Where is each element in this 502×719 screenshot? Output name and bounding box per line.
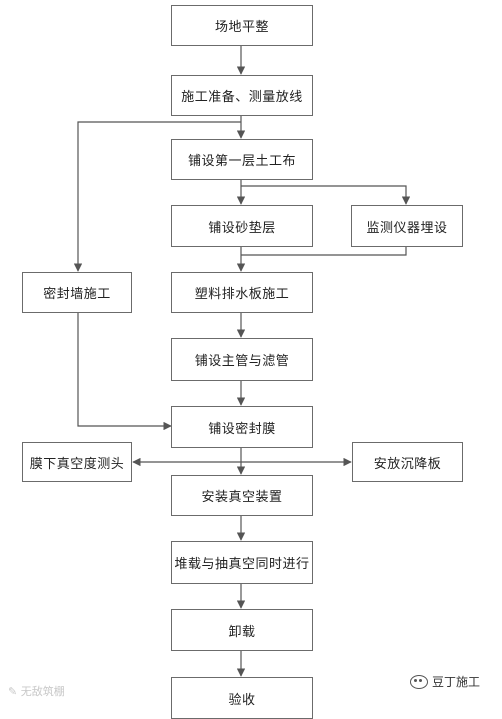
brand-mark: 豆丁施工 [410, 673, 480, 690]
edge-prep-to-seal-wall [73, 121, 241, 272]
node-vacuum-device: 安装真空装置 [171, 475, 313, 516]
node-prep-survey: 施工准备、测量放线 [171, 75, 313, 116]
brand-label: 豆丁施工 [432, 675, 481, 689]
edge-seal-wall-to-membrane [77, 313, 172, 431]
edge-monitoring-to-drain [241, 247, 407, 256]
node-settlement-plate: 安放沉降板 [352, 442, 463, 482]
node-vacuum-probe: 膜下真空度测头 [22, 442, 132, 482]
node-site-leveling: 场地平整 [171, 5, 313, 46]
node-seal-wall: 密封墙施工 [22, 272, 132, 313]
watermark-left: ✎ 无敌筑棚 [8, 683, 65, 699]
node-sand-cushion: 铺设砂垫层 [171, 205, 313, 247]
node-surcharge-vacuum: 堆载与抽真空同时进行 [171, 541, 313, 584]
watermark-icon: ✎ [8, 685, 18, 698]
watermark-text: 无敌筑棚 [20, 685, 65, 698]
node-seal-membrane: 铺设密封膜 [171, 406, 313, 448]
node-monitoring: 监测仪器埋设 [351, 205, 463, 247]
node-drain-board: 塑料排水板施工 [171, 272, 313, 313]
node-main-pipe: 铺设主管与滤管 [171, 338, 313, 381]
node-acceptance: 验收 [171, 677, 313, 719]
wechat-logo-icon [410, 674, 428, 689]
node-unloading: 卸载 [171, 609, 313, 651]
edge-geotextile-to-monitoring [241, 185, 411, 205]
node-geotextile: 铺设第一层土工布 [171, 139, 313, 180]
